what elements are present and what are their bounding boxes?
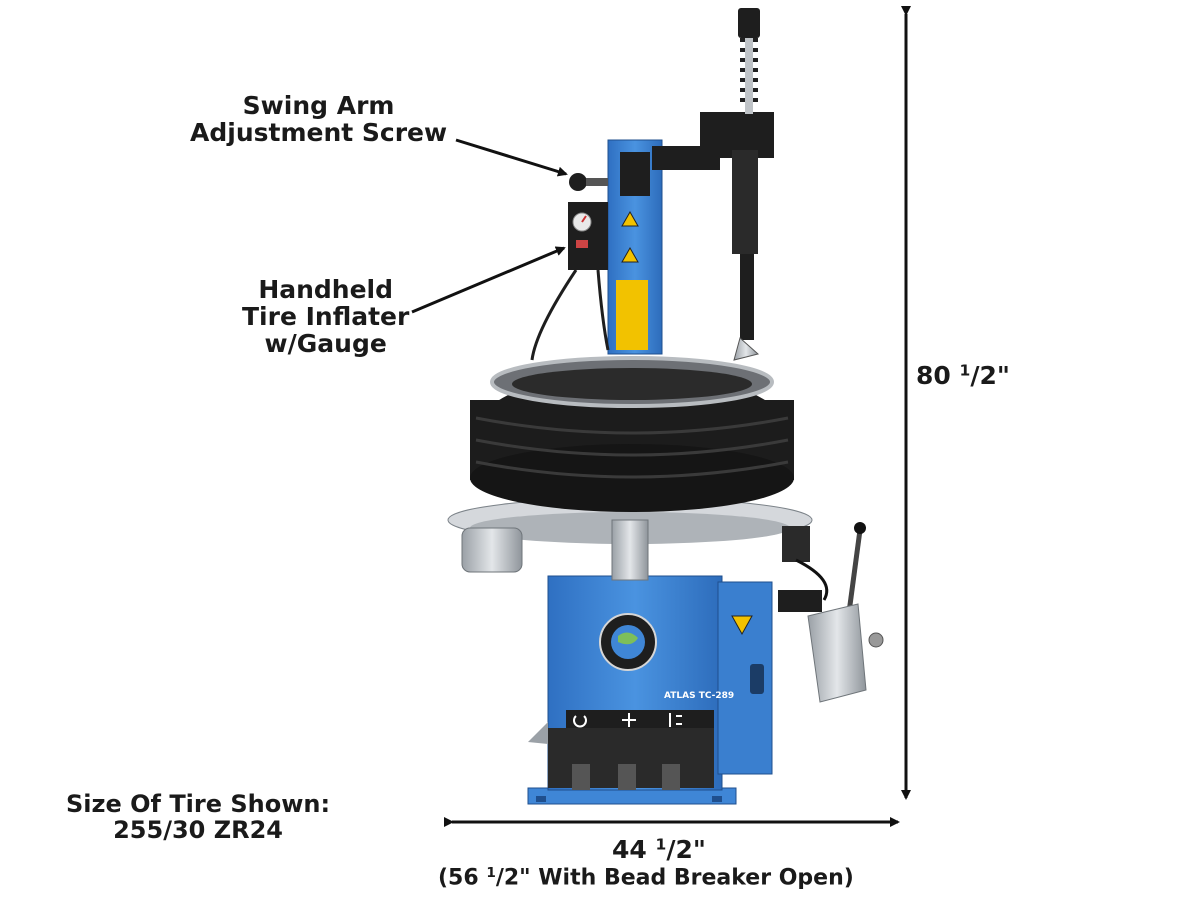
width-frac-den: 2" [675, 835, 706, 864]
inflater-callout-line-1: Handheld [258, 275, 394, 304]
callout-arrows [411, 138, 568, 314]
width-note-label: (56 1/2" With Bead Breaker Open) [438, 866, 854, 890]
swing-arm-callout-line-2: Adjustment Screw [190, 118, 448, 147]
width-note-num: 1 [486, 865, 496, 881]
machine-cabinet [528, 575, 773, 791]
bead-breaker [778, 522, 884, 703]
inflater-arrow [411, 246, 566, 314]
cabinet-warning-sticker [731, 615, 753, 636]
inflater-callout-line-2: Tire Inflater [242, 302, 410, 331]
tire-size-label: Size Of Tire Shown: 255/30 ZR24 [66, 790, 331, 844]
height-dimension-label: 80 1/2" [916, 361, 1010, 390]
inflater-callout-line-3: w/Gauge [264, 329, 387, 358]
inflater-gauge-box [530, 202, 610, 361]
model-label: ATLAS TC-289 [664, 691, 734, 701]
swing-arm-callout: Swing Arm Adjustment Screw [190, 92, 447, 146]
width-whole: 44 [612, 835, 647, 864]
tire [470, 356, 794, 512]
width-frac-num: 1 [655, 835, 667, 854]
swing-arm-callout-line-1: Swing Arm [242, 91, 395, 120]
tire-size-heading: Size Of Tire Shown: [66, 790, 331, 818]
height-frac-den: 2" [979, 361, 1010, 390]
swing-arm-adjustment-screw [569, 173, 608, 191]
column [607, 139, 663, 355]
height-whole: 80 [916, 361, 951, 390]
swing-arm-arrow [455, 138, 568, 177]
inflater-callout: Handheld Tire Inflater w/Gauge [242, 276, 409, 357]
tire-size-value: 255/30 ZR24 [113, 815, 283, 844]
width-dimension-label: 44 1/2" [612, 835, 706, 864]
width-note-post: /2" With Bead Breaker Open) [495, 865, 854, 891]
atlas-logo [599, 613, 657, 671]
width-note-pre: (56 [438, 865, 479, 891]
height-frac-num: 1 [959, 361, 971, 380]
swing-arm [652, 8, 774, 361]
